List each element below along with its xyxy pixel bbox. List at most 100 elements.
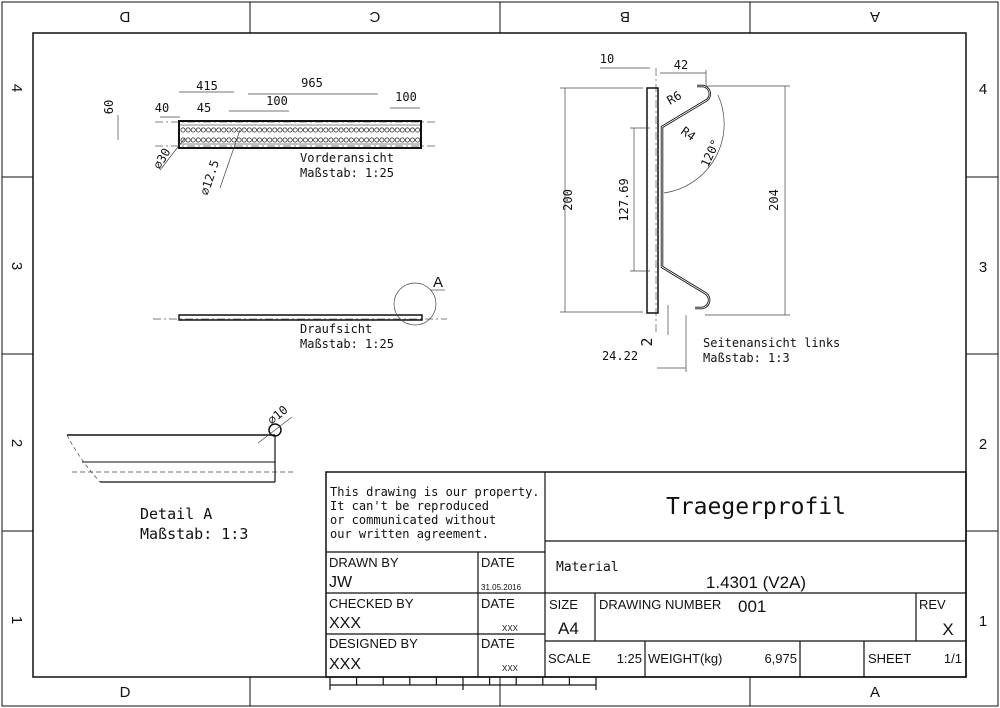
dim-dia12-5: ⌀12.5 xyxy=(198,158,222,197)
hole xyxy=(195,137,201,143)
size-value: A4 xyxy=(558,619,579,638)
hole xyxy=(328,127,334,133)
zone-top-b: B xyxy=(620,8,630,25)
front-view-dims: 415 965 60 40 45 100 100 ⌀30 ⌀12.5 Vorde… xyxy=(102,76,417,197)
checked-by-label: CHECKED BY xyxy=(329,596,414,611)
zone-bottom-a: A xyxy=(870,684,880,701)
hole xyxy=(364,127,370,133)
rev-label: REV xyxy=(919,597,946,612)
hole xyxy=(343,137,349,143)
perforation-holes xyxy=(180,127,421,143)
hole xyxy=(287,137,293,143)
zone-top-a: A xyxy=(870,8,880,25)
dim-100-b: 100 xyxy=(395,90,417,104)
front-view-label: Vorderansicht xyxy=(300,151,394,165)
hole xyxy=(262,127,268,133)
hole xyxy=(246,137,252,143)
row-right-2: 2 xyxy=(979,436,987,453)
zone-top-d: D xyxy=(119,8,130,25)
hole xyxy=(323,137,329,143)
top-view-label: Draufsicht xyxy=(300,322,372,336)
hole xyxy=(415,137,421,143)
checked-by-value: XXX xyxy=(329,615,361,632)
hole xyxy=(211,137,217,143)
hole xyxy=(353,127,359,133)
hole xyxy=(389,127,395,133)
hole xyxy=(338,137,344,143)
top-view-text: A Draufsicht Maßstab: 1:25 xyxy=(300,274,443,351)
hole xyxy=(282,137,288,143)
hole xyxy=(241,137,247,143)
hole xyxy=(226,137,232,143)
hole xyxy=(384,137,390,143)
title-block-fields: Traegerprofil DRAWN BY JW DATE 31.05.201… xyxy=(329,494,962,673)
hole xyxy=(185,137,191,143)
hole xyxy=(374,127,380,133)
hole xyxy=(231,137,237,143)
hole xyxy=(313,137,319,143)
hole xyxy=(292,137,298,143)
top-view xyxy=(153,282,447,326)
top-view-scale: Maßstab: 1:25 xyxy=(300,337,394,351)
hole xyxy=(338,127,344,133)
front-view xyxy=(117,91,435,189)
hole xyxy=(262,137,268,143)
hole xyxy=(211,127,217,133)
detail-a-scale: Maßstab: 1:3 xyxy=(140,525,248,543)
disclaimer-line: It can't be reproduced xyxy=(330,499,489,513)
side-view-dims: 10 42 R6 R4 120° 200 127.69 204 2 24.22 … xyxy=(561,52,840,365)
hole xyxy=(308,127,313,133)
detail-marker-a: A xyxy=(433,274,443,291)
hole xyxy=(257,137,262,143)
dim-127-69: 127.69 xyxy=(617,178,631,221)
hole xyxy=(410,127,415,133)
dim-dia30: ⌀30 xyxy=(150,146,173,172)
hole xyxy=(297,137,303,143)
hole xyxy=(302,127,308,133)
hole xyxy=(359,127,364,133)
hole xyxy=(369,127,375,133)
dim-dia10: ⌀10 xyxy=(265,403,291,428)
hole xyxy=(333,127,339,133)
hole xyxy=(348,127,354,133)
hole xyxy=(333,137,339,143)
drawn-date-label: DATE xyxy=(481,555,515,570)
dim-200: 200 xyxy=(561,189,575,211)
dim-40: 40 xyxy=(155,101,169,115)
zone-bottom-d: D xyxy=(120,684,131,701)
dim-100-a: 100 xyxy=(266,94,288,108)
detail-a-view xyxy=(66,416,295,483)
material-value: 1.4301 (V2A) xyxy=(706,573,806,592)
hole xyxy=(343,127,349,133)
hole xyxy=(277,137,283,143)
hole xyxy=(318,137,324,143)
hole xyxy=(206,137,211,143)
hole xyxy=(221,127,227,133)
hole xyxy=(379,127,385,133)
dim-24-22: 24.22 xyxy=(602,349,638,363)
drawn-by-label: DRAWN BY xyxy=(329,555,399,570)
sheet-label: SHEET xyxy=(868,651,911,666)
hole xyxy=(246,127,252,133)
hole xyxy=(313,127,319,133)
dim-60: 60 xyxy=(102,100,116,114)
hole xyxy=(308,137,313,143)
hole xyxy=(379,137,385,143)
hole xyxy=(410,137,415,143)
hole xyxy=(328,137,334,143)
hole xyxy=(323,127,329,133)
hole xyxy=(185,127,191,133)
drawing-number-label: DRAWING NUMBER xyxy=(599,597,721,612)
hole xyxy=(241,127,247,133)
dim-204: 204 xyxy=(767,189,781,211)
designed-by-value: XXX xyxy=(329,656,361,673)
zone-top-c: C xyxy=(369,8,380,25)
hole xyxy=(236,137,242,143)
designed-by-label: DESIGNED BY xyxy=(329,636,418,651)
title-block xyxy=(325,471,967,690)
hole xyxy=(282,127,288,133)
hole xyxy=(292,127,298,133)
sheet-value: 1/1 xyxy=(944,651,962,666)
row-left-4: 4 xyxy=(8,84,25,92)
